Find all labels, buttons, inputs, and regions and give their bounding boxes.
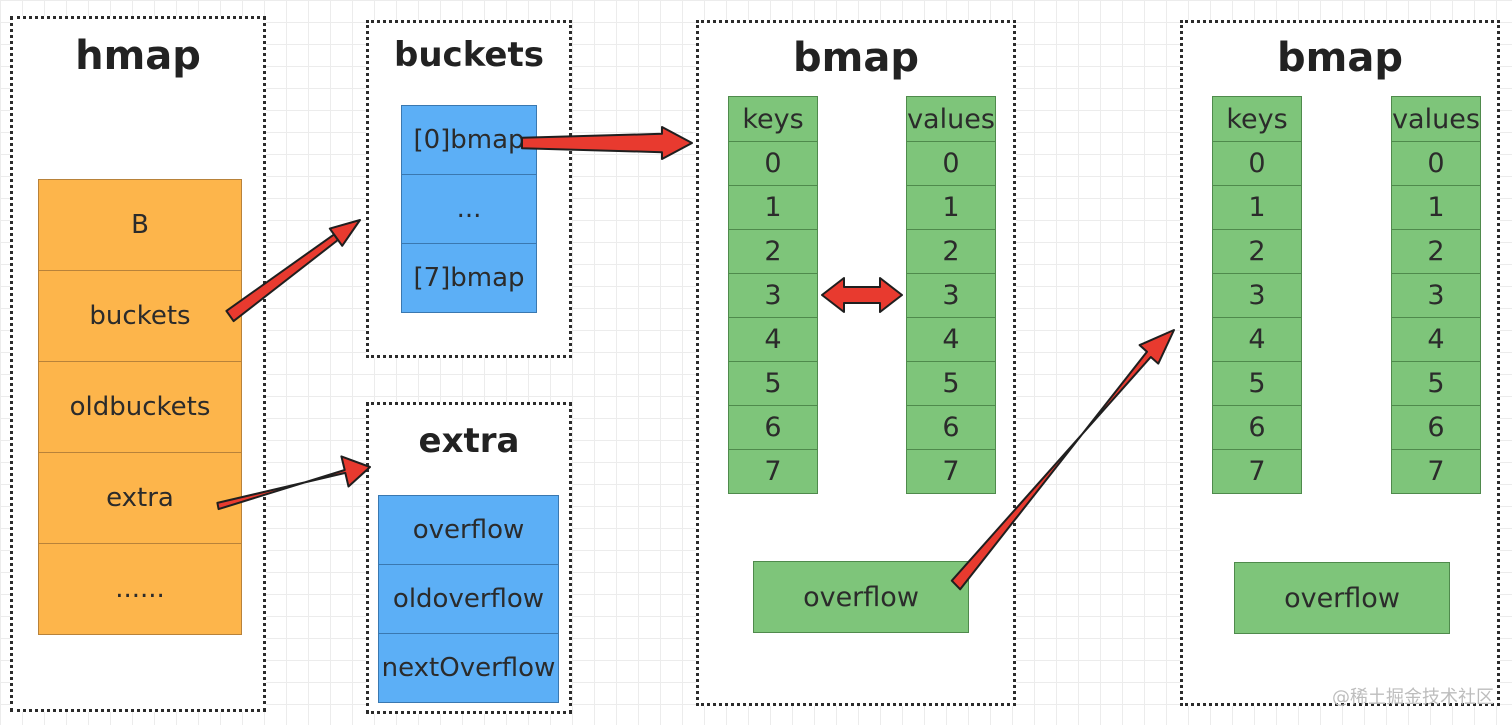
bmap-container-1: bmap keys 0 1 2 3 4 5 6 7 values 0 1 2 3… [696, 20, 1016, 706]
bmap1-value-cell: 7 [906, 449, 996, 494]
bmap2-key-cell: 4 [1212, 317, 1302, 362]
hmap-field-oldbuckets: oldbuckets [38, 361, 242, 453]
bmap1-keys-column: keys 0 1 2 3 4 5 6 7 [728, 96, 818, 494]
bmap1-values-column: values 0 1 2 3 4 5 6 7 [906, 96, 996, 494]
hmap-container: hmap B buckets oldbuckets extra ...... [10, 16, 266, 712]
bucket-item-0: [0]bmap [401, 105, 537, 175]
hmap-field-buckets: buckets [38, 270, 242, 362]
watermark: @稀土掘金技术社区 [1332, 687, 1494, 708]
hmap-fields: B buckets oldbuckets extra ...... [38, 179, 242, 635]
bmap2-value-cell: 4 [1391, 317, 1481, 362]
bmap-title-2: bmap [1277, 35, 1403, 81]
extra-title: extra [418, 421, 520, 461]
bmap2-keys-header: keys [1212, 96, 1302, 142]
bmap2-value-cell: 0 [1391, 141, 1481, 186]
bmap2-keys-column: keys 0 1 2 3 4 5 6 7 [1212, 96, 1302, 494]
buckets-title: buckets [394, 35, 544, 75]
bmap2-value-cell: 6 [1391, 405, 1481, 450]
bmap1-key-cell: 2 [728, 229, 818, 274]
extra-list: overflow oldoverflow nextOverflow [378, 495, 559, 703]
extra-item-nextoverflow: nextOverflow [378, 633, 559, 703]
bmap1-key-cell: 3 [728, 273, 818, 318]
buckets-list: [0]bmap ... [7]bmap [401, 105, 537, 313]
bmap2-key-cell: 0 [1212, 141, 1302, 186]
bmap2-key-cell: 2 [1212, 229, 1302, 274]
bmap1-key-cell: 4 [728, 317, 818, 362]
hmap-field-b: B [38, 179, 242, 271]
bmap1-key-cell: 5 [728, 361, 818, 406]
extra-item-overflow: overflow [378, 495, 559, 565]
bmap1-key-cell: 0 [728, 141, 818, 186]
bmap1-value-cell: 0 [906, 141, 996, 186]
bmap1-values-header: values [906, 96, 996, 142]
bmap2-values-header: values [1391, 96, 1481, 142]
bmap2-value-cell: 5 [1391, 361, 1481, 406]
hmap-title: hmap [75, 33, 201, 79]
bmap2-overflow: overflow [1234, 562, 1450, 634]
bmap2-key-cell: 3 [1212, 273, 1302, 318]
bmap1-value-cell: 3 [906, 273, 996, 318]
hmap-field-extra: extra [38, 452, 242, 544]
bmap-container-2: bmap keys 0 1 2 3 4 5 6 7 values 0 1 2 3… [1180, 20, 1500, 706]
bmap2-key-cell: 1 [1212, 185, 1302, 230]
bmap1-key-cell: 7 [728, 449, 818, 494]
bmap1-value-cell: 4 [906, 317, 996, 362]
bmap1-overflow: overflow [753, 561, 969, 633]
bucket-item-7: [7]bmap [401, 243, 537, 313]
bmap2-key-cell: 6 [1212, 405, 1302, 450]
bmap2-value-cell: 2 [1391, 229, 1481, 274]
bmap1-key-cell: 6 [728, 405, 818, 450]
bmap1-value-cell: 1 [906, 185, 996, 230]
bucket-item-ellipsis: ... [401, 174, 537, 244]
bmap2-key-cell: 7 [1212, 449, 1302, 494]
bmap1-value-cell: 2 [906, 229, 996, 274]
bmap2-values-column: values 0 1 2 3 4 5 6 7 [1391, 96, 1481, 494]
bmap1-value-cell: 5 [906, 361, 996, 406]
extra-container: extra overflow oldoverflow nextOverflow [366, 402, 572, 714]
bmap1-key-cell: 1 [728, 185, 818, 230]
buckets-container: buckets [0]bmap ... [7]bmap [366, 20, 572, 358]
bmap1-value-cell: 6 [906, 405, 996, 450]
bmap2-value-cell: 3 [1391, 273, 1481, 318]
bmap2-value-cell: 1 [1391, 185, 1481, 230]
bmap2-value-cell: 7 [1391, 449, 1481, 494]
bmap2-key-cell: 5 [1212, 361, 1302, 406]
bmap1-keys-header: keys [728, 96, 818, 142]
hmap-field-more: ...... [38, 543, 242, 635]
extra-item-oldoverflow: oldoverflow [378, 564, 559, 634]
bmap-title-1: bmap [793, 35, 919, 81]
